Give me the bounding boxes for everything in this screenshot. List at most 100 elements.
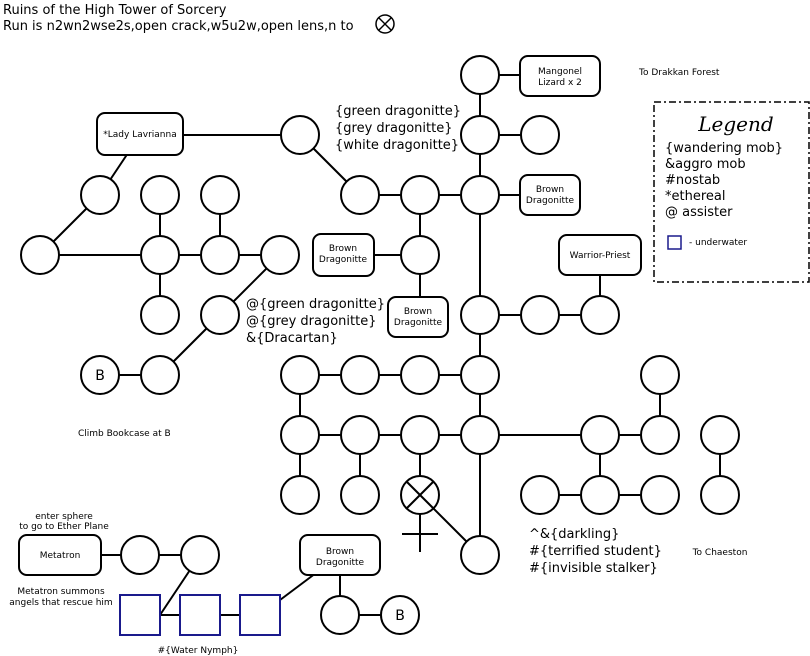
room xyxy=(580,295,620,335)
legend: Legend {wandering mob} &aggro mob #nosta… xyxy=(653,101,810,283)
room xyxy=(320,595,360,635)
room xyxy=(120,535,160,575)
legend-entry: &aggro mob xyxy=(665,157,746,172)
room-b-lower: B xyxy=(380,595,420,635)
mob-entry: {white dragonitte} xyxy=(335,138,459,153)
mob-box-metatron: Metatron xyxy=(18,534,102,576)
room xyxy=(580,475,620,515)
underwater-swatch-icon xyxy=(667,235,682,250)
room xyxy=(580,415,620,455)
room xyxy=(640,475,680,515)
room xyxy=(80,175,120,215)
underwater-room xyxy=(239,594,281,636)
mob-list-top: {green dragonitte} {grey dragonitte} {wh… xyxy=(335,104,461,153)
legend-entry: *ethereal xyxy=(665,189,725,204)
room xyxy=(460,115,500,155)
legend-underwater-label: - underwater xyxy=(689,238,747,248)
box-label: *Lady Lavrianna xyxy=(103,130,176,140)
room xyxy=(200,295,240,335)
room xyxy=(520,115,560,155)
box-label: Lizard x 2 xyxy=(538,78,582,88)
room xyxy=(700,475,740,515)
metatron-note: Metatron summons angels that rescue him xyxy=(9,587,112,608)
room xyxy=(460,295,500,335)
box-label: Warrior-Priest xyxy=(570,251,631,261)
mob-list-bottom: ^&{darkling} #{terrified student} #{invi… xyxy=(529,527,662,576)
legend-entry: #nostab xyxy=(665,173,720,188)
rooms xyxy=(20,55,740,635)
room xyxy=(280,355,320,395)
note-line: angels that rescue him xyxy=(9,598,112,608)
run-directions: Run is n2wn2wse2s,open crack,w5u2w,open … xyxy=(3,19,354,34)
note-line: Metatron summons xyxy=(17,587,105,597)
room xyxy=(340,355,380,395)
box-label: Dragonitte xyxy=(316,558,365,568)
room xyxy=(460,355,500,395)
mob-entry: &{Dracartan} xyxy=(246,331,338,346)
room xyxy=(340,415,380,455)
room xyxy=(400,175,440,215)
mob-entry: ^&{darkling} xyxy=(529,527,619,542)
room xyxy=(400,235,440,275)
room xyxy=(200,235,240,275)
box-label: Dragonitte xyxy=(394,318,443,328)
note-line: to go to Ether Plane xyxy=(19,522,109,532)
room xyxy=(460,535,500,575)
box-label: Dragonitte xyxy=(526,196,575,206)
room xyxy=(140,355,180,395)
mob-list-middle: @{green dragonitte} @{grey dragonitte} &… xyxy=(246,297,385,346)
underwater-room xyxy=(179,594,221,636)
box-label: Mangonel xyxy=(538,67,582,77)
mob-box-mangonel: Mangonel Lizard x 2 xyxy=(519,55,601,97)
room xyxy=(280,475,320,515)
box-label: Dragonitte xyxy=(319,255,368,265)
mob-entry: #{invisible stalker} xyxy=(529,561,658,576)
legend-entry: {wandering mob} xyxy=(665,141,783,156)
room xyxy=(280,115,320,155)
note-line: enter sphere xyxy=(35,512,93,522)
legend-entry: @ assister xyxy=(665,205,733,220)
room-b-label: B xyxy=(395,608,405,624)
room xyxy=(460,175,500,215)
room xyxy=(200,175,240,215)
target-marker-icon xyxy=(375,14,395,34)
room xyxy=(140,235,180,275)
room xyxy=(340,175,380,215)
exit-chaeston: To Chaeston xyxy=(692,548,748,558)
exit-drakkan-forest: To Drakkan Forest xyxy=(638,68,720,78)
target-room-icon xyxy=(400,475,440,552)
room xyxy=(460,415,500,455)
room-b-label: B xyxy=(95,368,105,384)
mob-entry: {green dragonitte} xyxy=(335,104,461,119)
room xyxy=(280,415,320,455)
mob-box-brown-dragonitte-3: Brown Dragonitte xyxy=(387,296,449,338)
room xyxy=(260,235,300,275)
underwater-rooms xyxy=(119,594,281,636)
room xyxy=(340,475,380,515)
room xyxy=(640,355,680,395)
room xyxy=(400,415,440,455)
mob-box-warrior-priest: Warrior-Priest xyxy=(558,234,642,276)
room xyxy=(700,415,740,455)
box-label: Brown xyxy=(536,185,564,195)
room xyxy=(640,415,680,455)
mob-box-brown-dragonitte-1: Brown Dragonitte xyxy=(519,174,581,216)
mob-entry: @{grey dragonitte} xyxy=(246,314,377,329)
room xyxy=(140,295,180,335)
underwater-room xyxy=(119,594,161,636)
room xyxy=(140,175,180,215)
mob-entry: {grey dragonitte} xyxy=(335,121,453,136)
mob-box-brown-dragonitte-4: Brown Dragonitte xyxy=(299,534,381,576)
box-label: Brown xyxy=(404,307,432,317)
room xyxy=(400,355,440,395)
legend-title: Legend xyxy=(697,112,773,136)
room xyxy=(520,295,560,335)
mob-box-lady-lavrianna: *Lady Lavrianna xyxy=(96,112,184,156)
mob-entry: #{terrified student} xyxy=(529,544,662,559)
mob-box-brown-dragonitte-2: Brown Dragonitte xyxy=(312,233,375,277)
room xyxy=(520,475,560,515)
mob-entry: @{green dragonitte} xyxy=(246,297,385,312)
map-title: Ruins of the High Tower of Sorcery xyxy=(3,3,227,18)
